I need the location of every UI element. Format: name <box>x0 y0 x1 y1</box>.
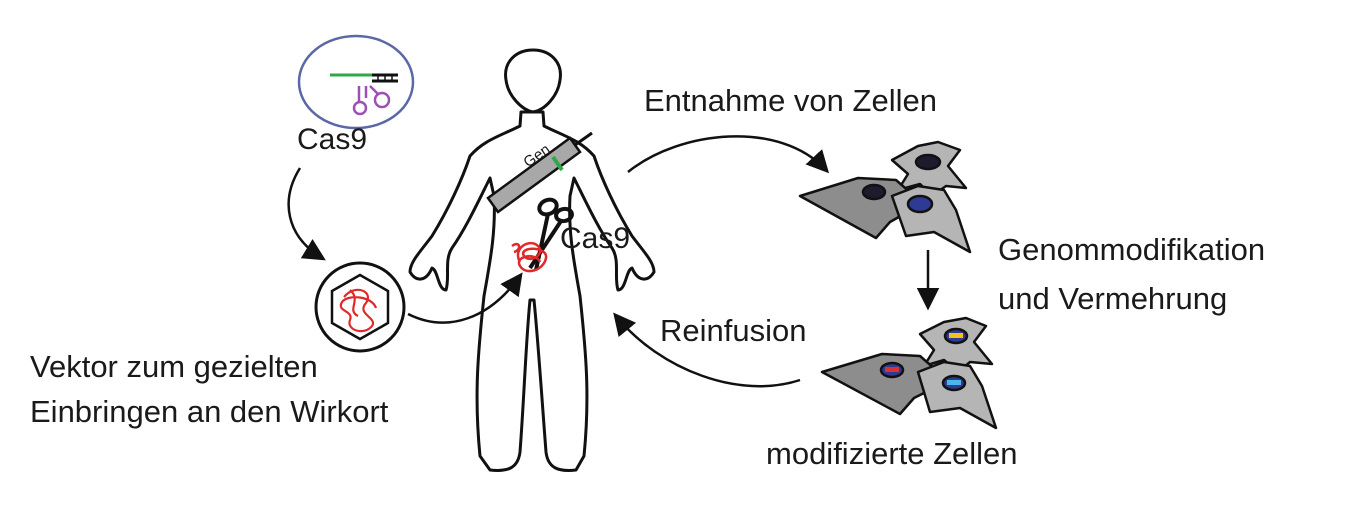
genommodifikation-label-line2: und Vermehrung <box>998 281 1228 316</box>
reinfusion-label: Reinfusion <box>660 313 807 348</box>
cell-right <box>890 184 972 254</box>
vektor-label-line1: Vektor zum gezielten <box>30 349 318 384</box>
cas9-label-body: Cas9 <box>560 222 631 255</box>
arrow-entnahme <box>627 135 830 174</box>
arrow-cas9-to-vector <box>287 167 326 261</box>
nucleus-top <box>914 153 942 171</box>
dna-tangle-icon <box>511 241 548 273</box>
nucleus-left <box>861 183 887 201</box>
mod-cell-left <box>820 352 938 416</box>
modifizierte-zellen-label: modifizierte Zellen <box>766 436 1018 471</box>
cells-modified <box>820 316 998 430</box>
human-body-outline <box>408 48 656 472</box>
arrow-reinfusion <box>613 312 801 388</box>
vector-icon <box>314 261 406 353</box>
cas9-label-top: Cas9 <box>297 123 368 156</box>
entnahme-label: Entnahme von Zellen <box>644 83 937 118</box>
genommodifikation-label-line1: Genommodifikation <box>998 232 1266 267</box>
vektor-label-line2: Einbringen an den Wirkort <box>30 394 389 429</box>
arrow-vector-to-body <box>407 272 523 324</box>
cas9-complex-icon <box>297 34 415 130</box>
mod-cell-right <box>916 360 998 430</box>
cells-original <box>798 140 972 254</box>
syringe-icon <box>486 131 593 214</box>
nucleus-right <box>906 194 934 214</box>
